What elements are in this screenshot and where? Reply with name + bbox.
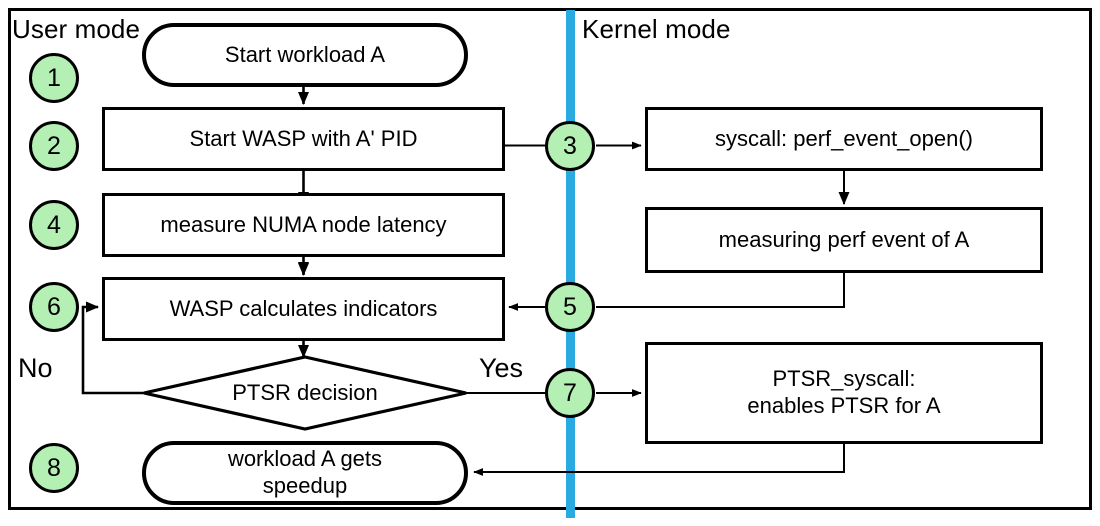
outer-frame [8, 8, 1092, 510]
node-measuring-perf-text: measuring perf event of A [718, 226, 970, 252]
branch-label-yes: Yes [479, 353, 524, 383]
step-marker-3[interactable]: 3 [545, 121, 595, 171]
edge-decision-no-loop [81, 301, 144, 395]
node-perf-event-open-text: syscall: perf_event_open() [714, 125, 974, 151]
step-marker-1-number: 1 [47, 63, 61, 92]
decision-diamond [143, 355, 467, 431]
edge-ptsrsyscall-to-speedup [473, 444, 845, 476]
step-marker-6-number: 6 [47, 292, 61, 321]
step-marker-4-number: 4 [47, 210, 61, 239]
node-ptsr-syscall-text-line1: PTSR_syscall: [772, 366, 916, 392]
node-speedup-text-line1: workload A gets [227, 446, 383, 472]
step-marker-1[interactable]: 1 [29, 53, 79, 103]
step-marker-7-number: 7 [563, 378, 577, 407]
step-marker-2[interactable]: 2 [29, 121, 79, 171]
node-measuring-perf[interactable]: measuring perf event of A [645, 207, 1043, 273]
step-marker-4[interactable]: 4 [29, 200, 79, 250]
node-measure-numa[interactable]: measure NUMA node latency [102, 193, 505, 257]
step-marker-7[interactable]: 7 [545, 368, 595, 418]
user-mode-label: User mode [12, 14, 141, 44]
node-perf-event-open[interactable]: syscall: perf_event_open() [645, 107, 1043, 171]
node-ptsr-syscall[interactable]: PTSR_syscall: enables PTSR for A [645, 342, 1043, 444]
node-wasp-indicators-text: WASP calculates indicators [169, 295, 438, 321]
node-ptsr-decision[interactable]: PTSR decision [144, 379, 466, 407]
kernel-mode-label: Kernel mode [582, 14, 731, 44]
node-start-wasp[interactable]: Start WASP with A' PID [102, 107, 505, 171]
step-marker-5[interactable]: 5 [545, 282, 595, 332]
edge-measuring-to-step5 [596, 273, 845, 308]
node-start-workload-text: Start workload A [224, 41, 386, 67]
step-marker-3-number: 3 [563, 131, 577, 160]
step-marker-2-number: 2 [47, 131, 61, 160]
node-speedup-text-line2: speedup [262, 473, 348, 498]
node-ptsr-syscall-text-line2: enables PTSR for A [747, 393, 941, 418]
node-speedup[interactable]: workload A gets speedup [142, 441, 468, 505]
step-marker-5-number: 5 [563, 292, 577, 321]
step-marker-8-number: 8 [47, 453, 61, 482]
step-marker-8[interactable]: 8 [29, 443, 79, 493]
node-start-wasp-text: Start WASP with A' PID [189, 125, 418, 151]
branch-label-no: No [18, 353, 53, 383]
node-start-workload[interactable]: Start workload A [142, 23, 468, 87]
node-wasp-indicators[interactable]: WASP calculates indicators [102, 277, 505, 341]
step-marker-6[interactable]: 6 [29, 282, 79, 332]
node-ptsr-decision-text: PTSR decision [232, 380, 378, 405]
node-measure-numa-text: measure NUMA node latency [160, 211, 447, 237]
